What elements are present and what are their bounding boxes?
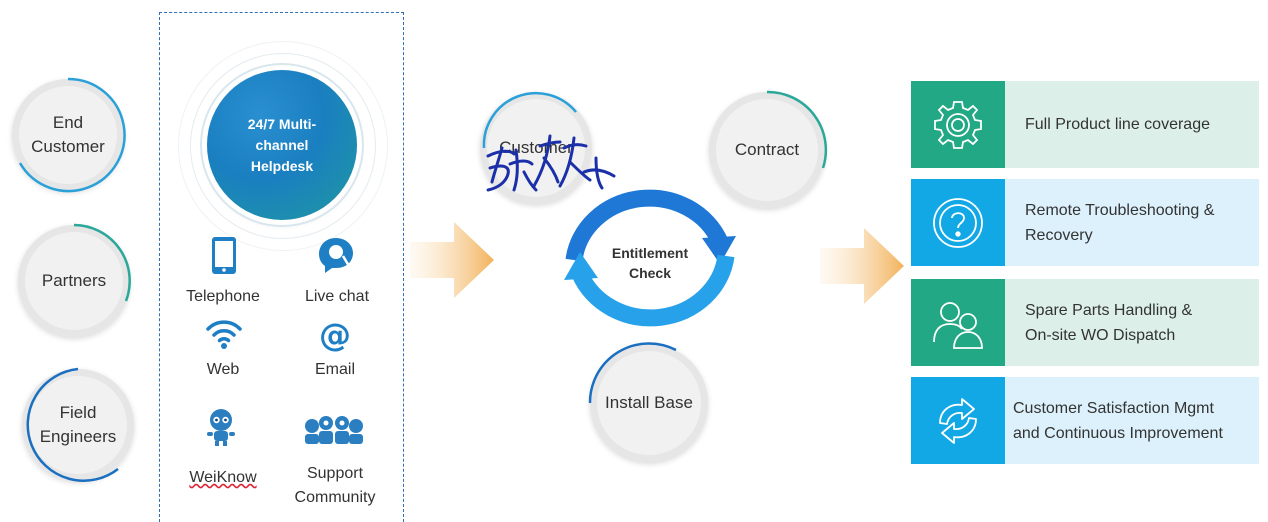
question-icon bbox=[933, 197, 983, 248]
entitlement-cycle-arrows bbox=[564, 189, 736, 327]
source-end-customer: End Customer bbox=[12, 77, 126, 193]
source-label: Field Engineers bbox=[40, 401, 117, 449]
feature-row: Full Product line coverage bbox=[911, 81, 1259, 168]
progress-arc bbox=[73, 223, 131, 302]
entitlement-check-label: Entitlement Check bbox=[590, 243, 710, 283]
node-contract-label: Contract bbox=[734, 140, 800, 159]
feature-text-line2: On-site WO Dispatch bbox=[1025, 326, 1176, 344]
channel-web-label: Web bbox=[206, 361, 240, 378]
helpdesk-title-line1: 24/7 Multi- bbox=[247, 115, 317, 132]
source-partners: Partners bbox=[18, 223, 131, 337]
tablet-phone-icon bbox=[212, 237, 236, 274]
feature-icon-cell bbox=[911, 81, 1005, 168]
feature-icon-cell bbox=[911, 179, 1005, 266]
halo-ring bbox=[190, 53, 376, 239]
progress-arc bbox=[766, 90, 828, 169]
community-people-icon bbox=[305, 416, 363, 444]
people-icon bbox=[933, 301, 983, 349]
feature-icon-cell bbox=[911, 279, 1005, 366]
source-label: Partners bbox=[42, 269, 106, 293]
gear-icon bbox=[934, 100, 982, 149]
progress-arc bbox=[26, 367, 119, 482]
node-install-base: Install Base bbox=[588, 342, 708, 462]
headset-chat-icon bbox=[319, 238, 353, 273]
channel-live-chat-label: Live chat bbox=[304, 288, 370, 305]
source-field-engineers: Field Engineers bbox=[22, 367, 134, 482]
feature-text: Full Product line coverage bbox=[1005, 81, 1259, 168]
entitlement-line1: Entitlement bbox=[611, 245, 689, 261]
channel-support-line2: Community bbox=[294, 489, 376, 506]
at-sign-icon: @ bbox=[319, 318, 351, 352]
channel-support-line1: Support bbox=[306, 465, 364, 482]
helpdesk-panel bbox=[159, 12, 404, 522]
feature-text: Customer Satisfaction Mgmt and Continuou… bbox=[1005, 377, 1259, 464]
channel-email-label: Email bbox=[314, 361, 355, 378]
feature-text-line1: Remote Troubleshooting & bbox=[1025, 201, 1215, 219]
source-label-line1: End bbox=[52, 113, 84, 132]
feature-row: Spare Parts Handling & On-site WO Dispat… bbox=[911, 279, 1259, 366]
flow-arrow-icon bbox=[410, 222, 494, 298]
helpdesk-hub: 24/7 Multi- channel Helpdesk bbox=[207, 70, 357, 220]
node-contract: Contract bbox=[709, 90, 828, 208]
robot-mascot-icon bbox=[207, 409, 235, 446]
source-label-line1: Field bbox=[59, 403, 97, 422]
source-label-line2: Customer bbox=[31, 137, 105, 156]
feature-text: Spare Parts Handling & On-site WO Dispat… bbox=[1005, 279, 1259, 366]
helpdesk-title-line2: channel bbox=[255, 136, 309, 153]
halo-ring bbox=[178, 41, 388, 251]
svg-text:@: @ bbox=[319, 318, 351, 352]
source-label-line2: Engineers bbox=[39, 427, 117, 446]
channel-support-community-label: Support Community bbox=[280, 462, 390, 510]
feature-text-line2: Recovery bbox=[1025, 226, 1093, 244]
node-install-base-label: Install Base bbox=[605, 393, 693, 412]
refresh-arrows-icon bbox=[939, 397, 977, 444]
feature-text-line1: Spare Parts Handling & bbox=[1025, 301, 1193, 319]
feature-text-line2: and Continuous Improvement bbox=[1013, 424, 1223, 442]
helpdesk-title: 24/7 Multi- channel Helpdesk bbox=[227, 114, 337, 177]
channel-weiknow-text: WeiKnow bbox=[189, 469, 257, 486]
entitlement-line2: Check bbox=[628, 265, 672, 281]
feature-text-line1: Customer Satisfaction Mgmt bbox=[1013, 399, 1214, 417]
channel-telephone-label: Telephone bbox=[186, 288, 260, 305]
progress-arc bbox=[482, 91, 577, 149]
feature-row: Remote Troubleshooting & Recovery bbox=[911, 179, 1259, 266]
wifi-icon bbox=[206, 320, 242, 349]
progress-arc bbox=[18, 77, 126, 193]
feature-text: Remote Troubleshooting & Recovery bbox=[1005, 179, 1259, 266]
feature-row: Customer Satisfaction Mgmt and Continuou… bbox=[911, 377, 1259, 464]
source-label: End Customer bbox=[31, 111, 105, 159]
feature-text-line1: Full Product line coverage bbox=[1025, 116, 1210, 133]
feature-icon-cell bbox=[911, 377, 1005, 464]
helpdesk-title-line3: Helpdesk bbox=[250, 157, 314, 174]
handwritten-signature bbox=[486, 134, 616, 192]
channel-weiknow-label: WeiKnow bbox=[168, 469, 278, 487]
source-label-line1: Partners bbox=[41, 271, 107, 290]
progress-arc bbox=[588, 342, 677, 404]
flow-arrow-icon bbox=[820, 228, 904, 304]
